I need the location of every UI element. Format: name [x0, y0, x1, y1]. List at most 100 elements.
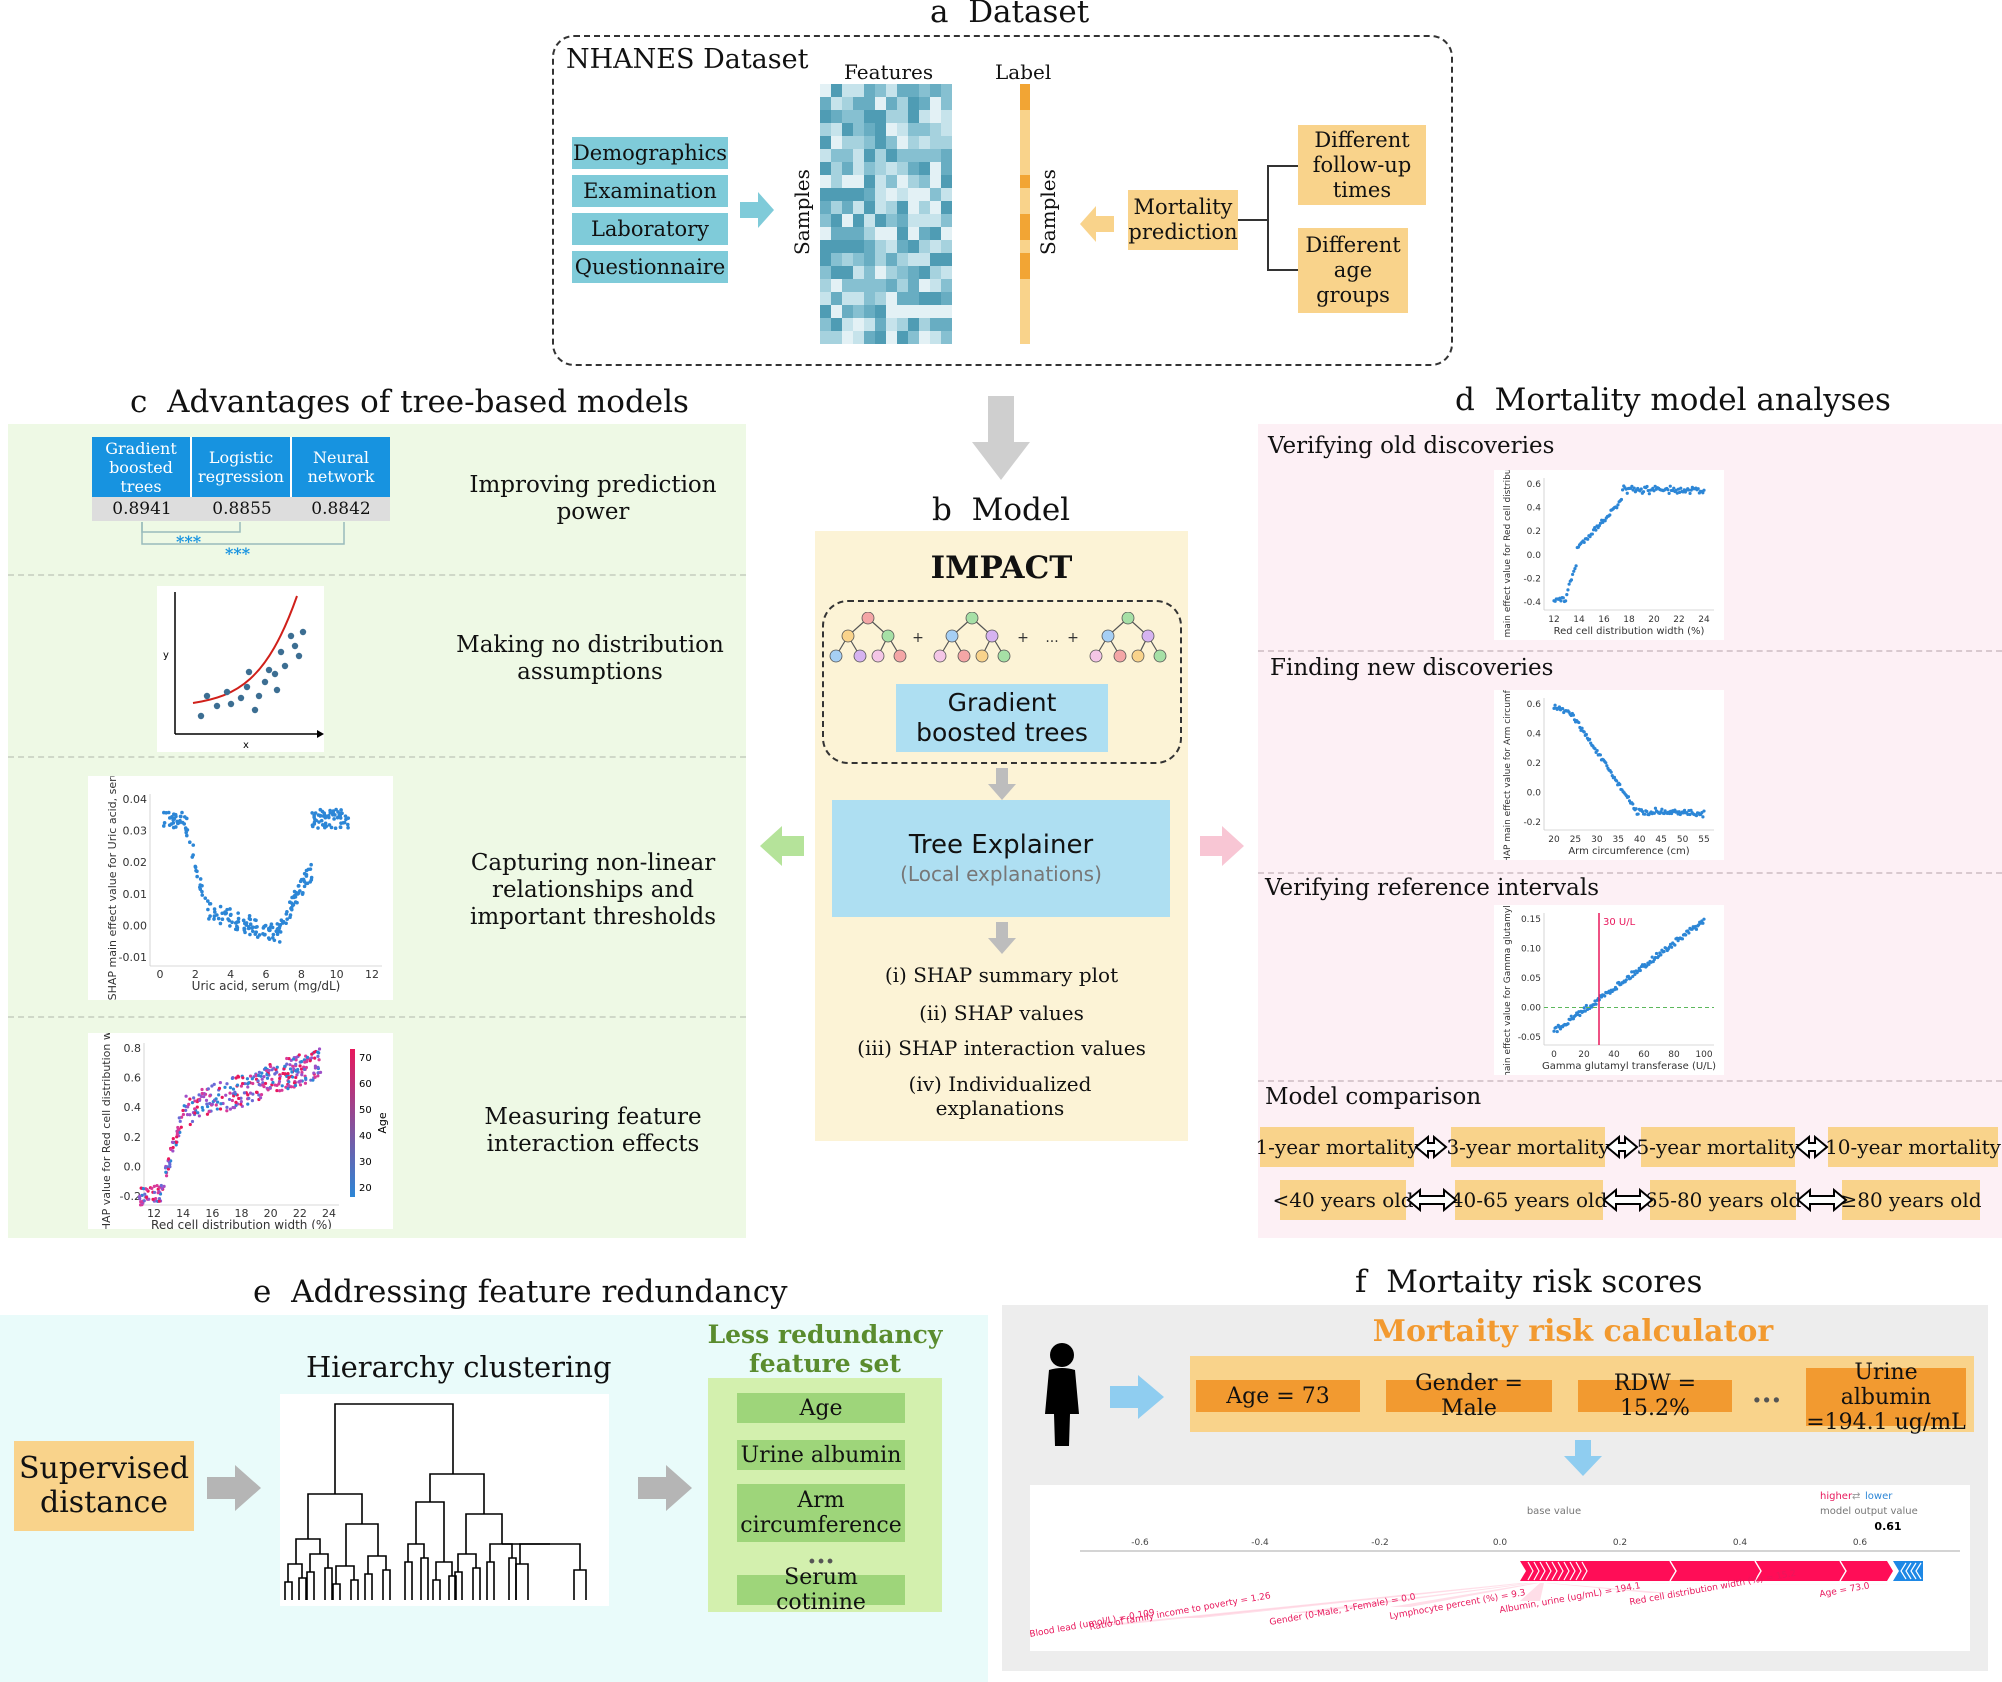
horizon-10yr: 10-year mortality — [1825, 1127, 2001, 1167]
data-point — [155, 1183, 159, 1188]
data-point — [1584, 732, 1588, 737]
label-cell — [1020, 318, 1030, 331]
data-point — [228, 1086, 233, 1090]
matrix-cell — [941, 110, 952, 123]
data-point — [292, 1081, 297, 1085]
data-point — [239, 1084, 244, 1088]
data-point — [1571, 713, 1576, 717]
input-age[interactable]: Age = 73 — [1196, 1380, 1360, 1412]
data-point — [228, 907, 232, 911]
input-gender[interactable]: Gender = Male — [1386, 1371, 1552, 1421]
double-arrow — [1605, 1134, 1639, 1160]
x-tick-label: 100 — [1695, 1050, 1712, 1060]
matrix-cell — [831, 292, 842, 305]
input-rdw[interactable]: RDW = 15.2% — [1578, 1371, 1732, 1421]
matrix-cell — [875, 84, 886, 97]
data-point — [152, 1190, 157, 1195]
data-point — [1566, 1022, 1570, 1026]
data-point — [206, 1104, 210, 1109]
data-point — [1650, 955, 1654, 959]
data-point — [1673, 943, 1677, 947]
feature-matrix — [820, 84, 952, 344]
x-tick-label: 80 — [1668, 1050, 1680, 1060]
data-point — [1672, 486, 1676, 490]
data-point — [268, 1086, 272, 1090]
matrix-cell — [941, 149, 952, 162]
data-point — [1552, 1029, 1556, 1033]
data-point — [1670, 945, 1674, 949]
matrix-cell — [886, 240, 897, 253]
performance-table: Gradient boosted trees Logistic regressi… — [92, 437, 390, 521]
data-point — [163, 1166, 168, 1170]
x-tick-label: 18 — [1623, 615, 1635, 625]
data-point — [267, 928, 272, 932]
subsection-old: Verifying old discoveries — [1268, 433, 1555, 459]
data-point — [186, 1105, 190, 1109]
data-point — [187, 840, 192, 845]
data-point — [1679, 486, 1683, 490]
dataset-box — [552, 35, 1453, 366]
matrix-cell — [941, 162, 952, 175]
data-point — [174, 1140, 179, 1145]
data-point — [300, 892, 305, 896]
data-point — [184, 1108, 188, 1112]
data-point — [215, 1107, 219, 1111]
matrix-cell — [842, 318, 853, 331]
data-point — [195, 869, 199, 874]
data-point — [1634, 807, 1638, 811]
x-tick-label: 14 — [1573, 615, 1585, 625]
data-point — [290, 1070, 294, 1074]
data-point — [287, 1076, 291, 1080]
data-point — [198, 883, 203, 887]
y-tick-label: 0.4 — [1527, 730, 1542, 740]
matrix-cell — [864, 188, 875, 201]
data-point — [179, 1125, 183, 1129]
data-point — [1565, 593, 1569, 597]
data-point — [286, 1086, 290, 1091]
data-point — [220, 1095, 224, 1100]
matrix-cell — [886, 123, 897, 136]
data-point — [1572, 569, 1576, 573]
matrix-cell — [908, 318, 919, 331]
tree-node — [861, 612, 875, 625]
data-point — [1559, 599, 1563, 603]
matrix-cell — [930, 188, 941, 201]
matrix-cell — [842, 279, 853, 292]
dendrogram-link — [519, 1543, 581, 1570]
data-point — [1702, 809, 1706, 813]
data-point — [150, 1186, 154, 1191]
matrix-cell — [853, 188, 864, 201]
data-point — [1578, 1013, 1582, 1018]
dendrogram-link — [367, 1555, 387, 1574]
matrix-cell — [919, 110, 930, 123]
x-tick-label: 20 — [1648, 615, 1660, 625]
input-urine-albumin[interactable]: Urine albumin =194.1 ug/mL — [1806, 1359, 1966, 1435]
significance-1: *** — [176, 532, 202, 551]
x-tick-label: 55 — [1698, 835, 1709, 845]
follow-up-box: Different follow-up times — [1298, 125, 1426, 205]
y-tick-label: 0.2 — [124, 1131, 142, 1144]
matrix-cell — [864, 318, 875, 331]
data-point — [289, 1058, 293, 1062]
matrix-cell — [853, 331, 864, 344]
bar-chevron — [1533, 1561, 1540, 1581]
matrix-cell — [820, 97, 831, 110]
data-point — [275, 922, 280, 926]
label-label: Label — [995, 60, 1052, 84]
data-point — [248, 922, 253, 927]
separator — [1258, 650, 2002, 652]
advantage-interaction: Measuring feature interaction effects — [484, 1104, 702, 1157]
dendrogram-link — [364, 1573, 373, 1600]
data-point — [257, 1070, 261, 1074]
data-point — [302, 884, 307, 889]
data-point — [207, 1110, 211, 1114]
data-point — [1566, 588, 1570, 592]
section-title-text: Advantages of tree-based models — [167, 384, 689, 420]
data-point — [1603, 519, 1607, 523]
matrix-cell — [941, 84, 952, 97]
data-point — [1554, 1025, 1558, 1029]
data-point — [162, 821, 167, 825]
data-point — [1586, 537, 1590, 541]
data-point — [225, 907, 229, 912]
